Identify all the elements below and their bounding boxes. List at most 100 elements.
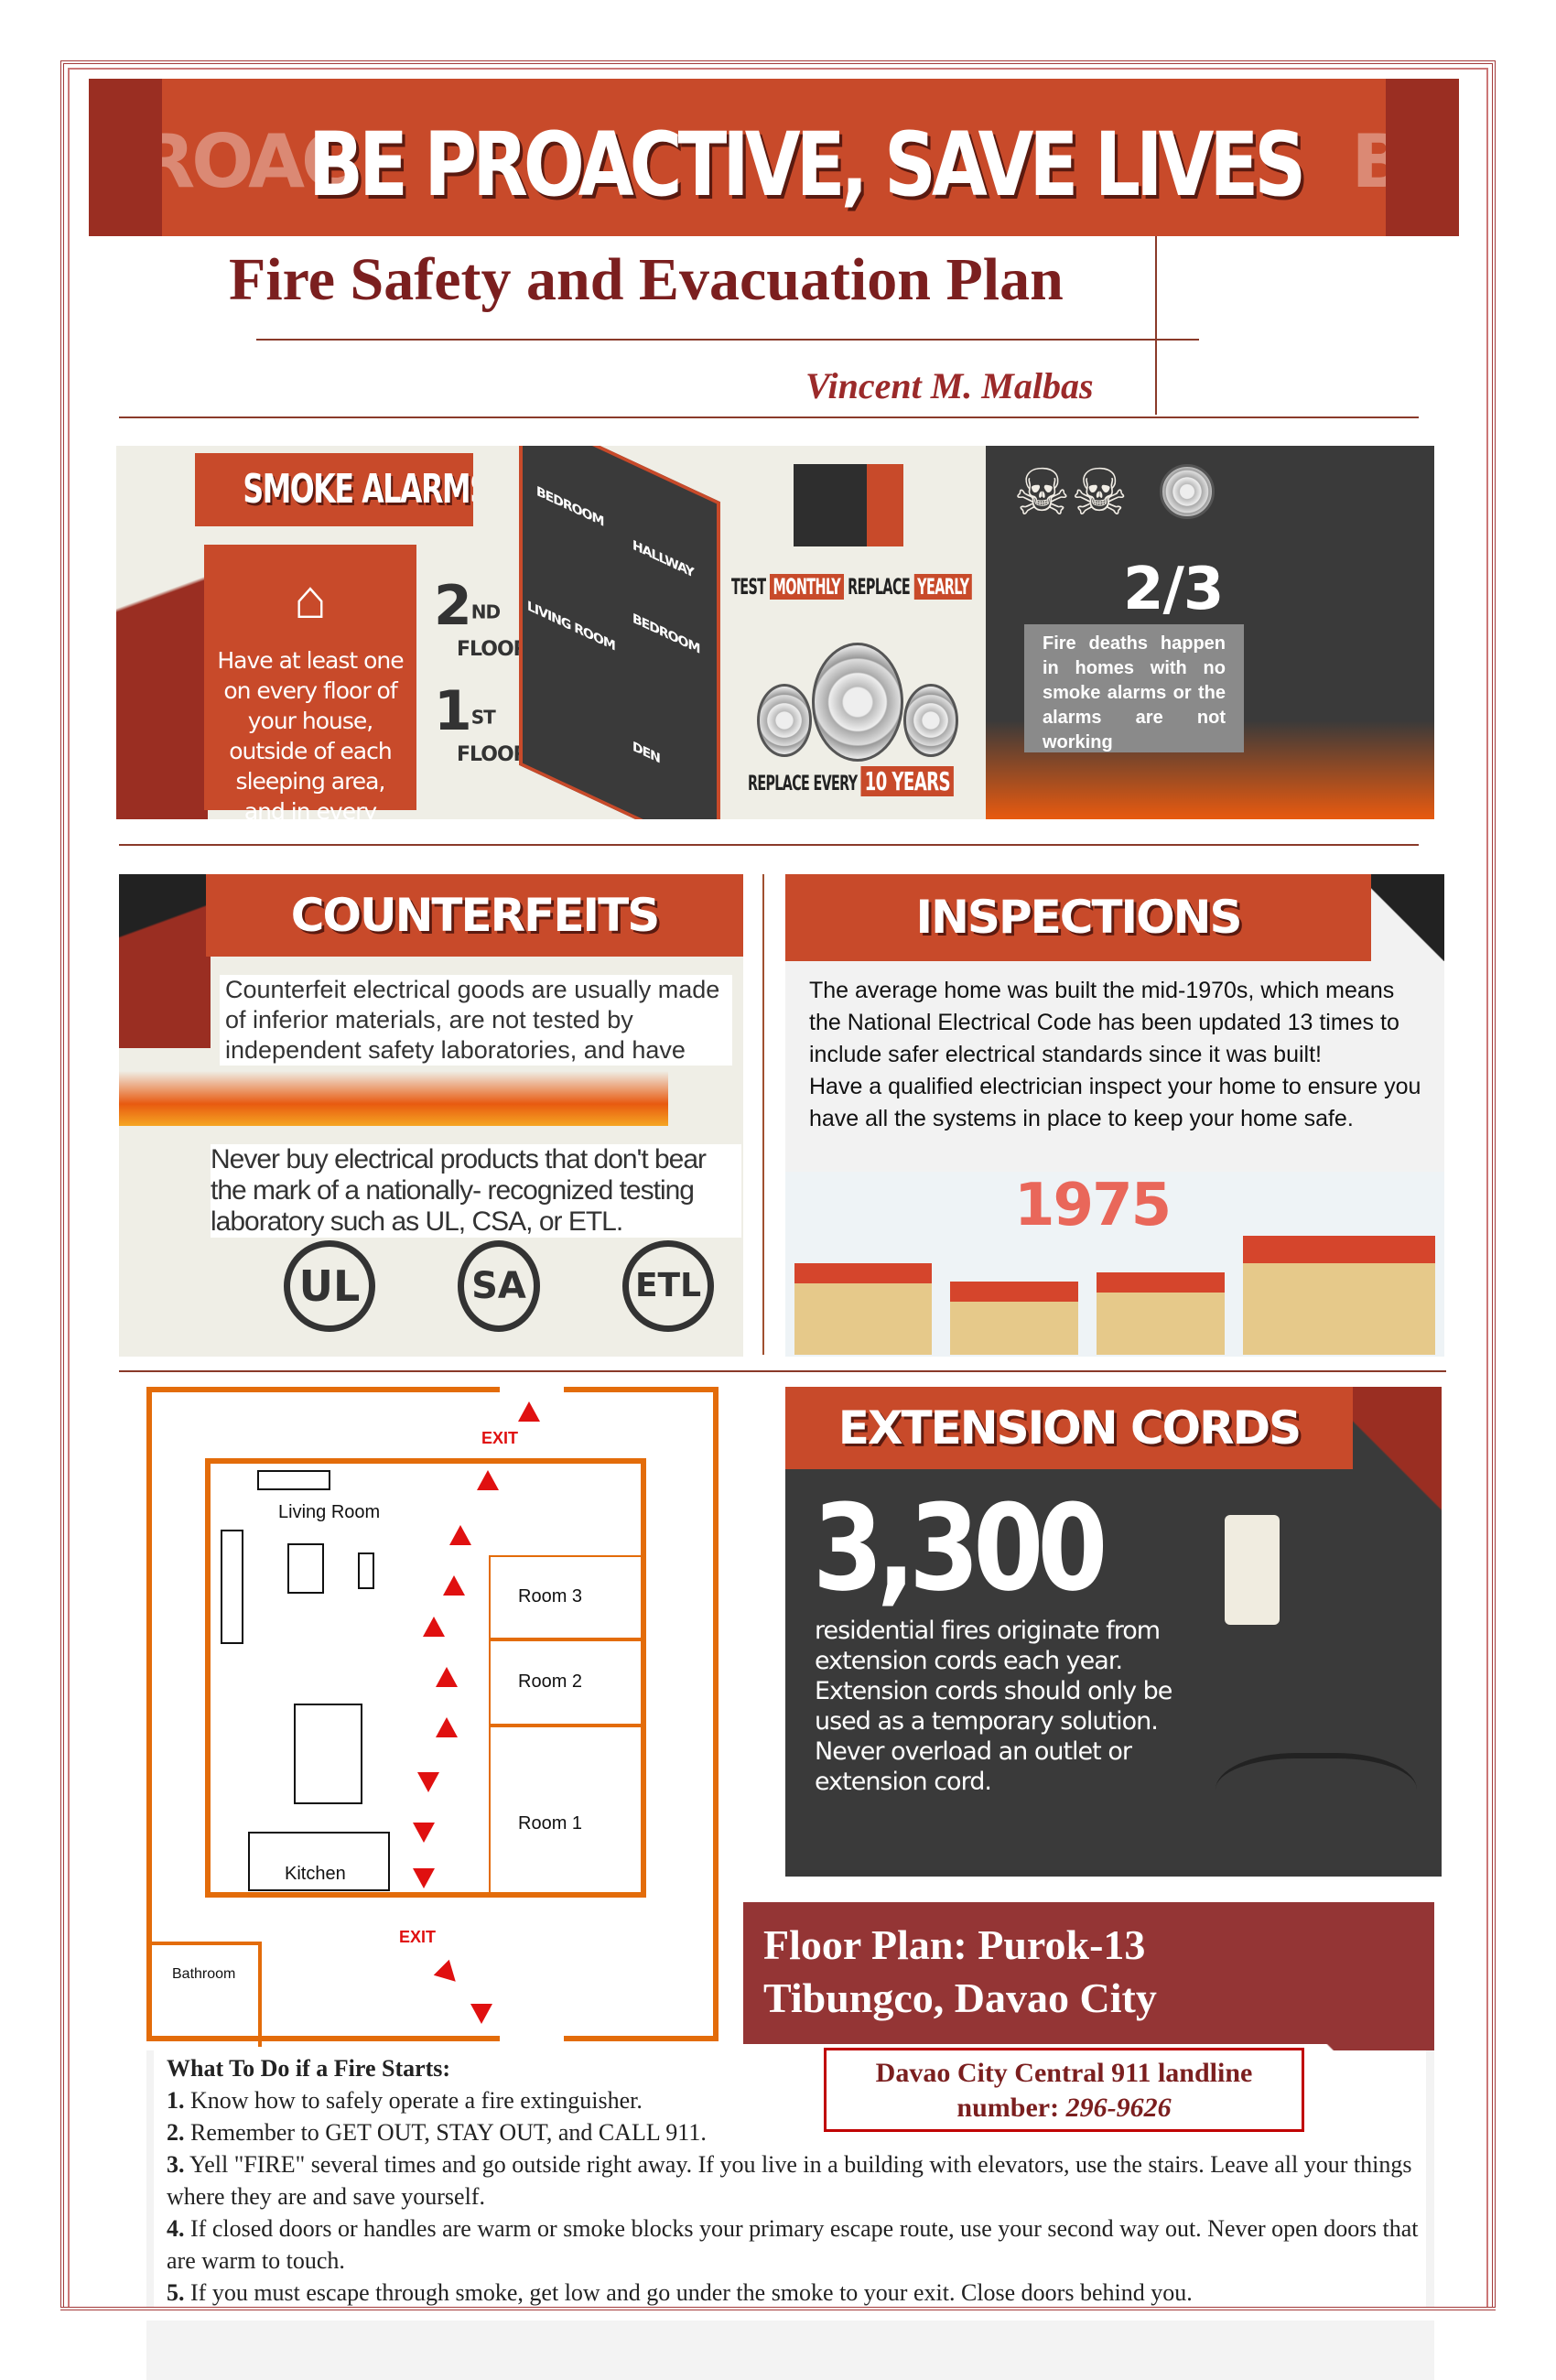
extension-text: residential fires originate from extensi…: [815, 1617, 1172, 1796]
smoke-alarms-panel: SMOKE ALARMS ⌂ Have at least one on ever…: [116, 446, 1434, 819]
floor-text: FLOOR: [457, 743, 529, 766]
replace-every-label: REPLACE EVERY: [748, 773, 858, 795]
inspections-text-2: Have a qualified electrician inspect you…: [809, 1074, 1421, 1131]
sofa: [257, 1470, 330, 1490]
evacuation-arrow: [413, 1823, 435, 1843]
ul-mark: UL: [284, 1240, 375, 1332]
skull-icon: ☠☠: [1013, 457, 1129, 528]
bathroom: [152, 1942, 262, 2047]
room-label: DEN: [632, 739, 660, 767]
banner-headline: BE PROACTIVE, SAVE LIVES: [308, 114, 1306, 216]
stat-panel: ☠☠ 2/3 Fire deaths happen in homes with …: [986, 446, 1434, 819]
room-1-label: Room 1: [518, 1813, 583, 1834]
step-text: Know how to safely operate a fire exting…: [184, 2087, 643, 2114]
extension-cords-panel: EXTENSION CORDS 3,300 residential fires …: [785, 1387, 1442, 1877]
divider: [1155, 236, 1157, 415]
extension-cords-heading: EXTENSION CORDS: [785, 1387, 1353, 1469]
house-text: Have at least one on every floor of your…: [217, 647, 404, 819]
evacuation-arrow: [449, 1525, 471, 1545]
monthly-label: MONTHLY: [769, 574, 844, 600]
floor-text: FLOOR: [457, 638, 529, 661]
evacuation-arrow: [436, 1667, 458, 1687]
room-label: HALLWAY: [632, 537, 694, 581]
test-replace-line: TEST MONTHLY REPLACE YEARLY: [731, 574, 973, 600]
room-label: BEDROOM: [536, 483, 604, 530]
inspections-text: The average home was built the mid-1970s…: [809, 975, 1422, 1135]
emergency-label-2: number:: [956, 2093, 1066, 2123]
floor-plan-title-line-1: Floor Plan: Purok-13: [763, 1921, 1146, 1968]
floor-num: 1: [434, 679, 472, 743]
step: 2. Remember to GET OUT, STAY OUT, and CA…: [167, 2116, 1421, 2148]
test-label: TEST: [731, 574, 766, 600]
banner: PROAC BE BE PROACTIVE, SAVE LIVES: [89, 79, 1459, 236]
bathroom-label: Bathroom: [172, 1966, 236, 1982]
inspections-text-1: The average home was built the mid-1970s…: [809, 978, 1399, 1067]
counterfeits-warning: Never buy electrical products that don't…: [211, 1144, 741, 1238]
step-text: If closed doors or handles are warm or s…: [167, 2215, 1419, 2274]
cabinet: [221, 1530, 243, 1644]
exit-label-top: EXIT: [481, 1429, 519, 1447]
evacuation-arrow: [443, 1575, 465, 1596]
smoke-detector-icon: [1160, 464, 1215, 519]
house-outline: [205, 1458, 646, 1898]
csa-mark: SA: [458, 1240, 540, 1332]
step-text: Yell "FIRE" several times and go outside…: [167, 2151, 1412, 2210]
divider: [119, 844, 1419, 846]
room-label: BEDROOM: [632, 611, 700, 657]
chair: [287, 1543, 324, 1594]
battery-icon: [794, 464, 903, 546]
room-2-label: Room 2: [518, 1671, 583, 1692]
inspections-panel: INSPECTIONS The average home was built t…: [785, 874, 1444, 1357]
room-3-label: Room 3: [518, 1586, 583, 1606]
evacuation-arrow: [470, 2004, 492, 2024]
what-to-do-heading: What To Do if a Fire Starts:: [167, 2055, 451, 2082]
burning-cord: [119, 1071, 668, 1126]
smoke-detector-icon: [757, 684, 812, 757]
evacuation-arrow: [518, 1401, 540, 1422]
emergency-number: 296-9626: [1065, 2093, 1172, 2123]
divider: [762, 874, 764, 1355]
page-title: Fire Safety and Evacuation Plan: [229, 246, 1064, 313]
smoke-alarms-heading: SMOKE ALARMS: [243, 466, 473, 513]
kitchen-label: Kitchen: [285, 1864, 346, 1884]
floor-plan-title-line-2: Tibungco, Davao City: [763, 1974, 1157, 2021]
houses-illustration: 1975: [785, 1172, 1444, 1357]
banner-edge: [89, 79, 162, 236]
etl-mark: ETL: [622, 1240, 714, 1332]
floor-sup: ND: [470, 600, 501, 623]
ten-years-label: 10 YEARS: [860, 766, 954, 796]
year-label: 1975: [1014, 1172, 1172, 1239]
living-room-label: Living Room: [278, 1502, 381, 1522]
divider: [119, 1370, 1446, 1372]
evacuation-arrow: [417, 1772, 439, 1792]
counterfeits-heading: COUNTERFEITS: [206, 874, 743, 957]
step: 5. If you must escape through smoke, get…: [167, 2277, 1421, 2309]
inspections-heading: INSPECTIONS: [785, 874, 1371, 961]
floor-plan: Living Room Room 3 Room 2 Room 1 Kitchen…: [146, 1385, 719, 2047]
floor-sup: ST: [470, 706, 496, 729]
divider: [256, 339, 1199, 341]
stat-text: Fire deaths happen in homes with no smok…: [1024, 624, 1244, 752]
house-floors-illustration: BEDROOM HALLWAY BEDROOM LIVING ROOM DEN: [519, 446, 720, 819]
counterfeits-panel: COUNTERFEITS Counterfeit electrical good…: [119, 874, 743, 1357]
step-number: 2.: [167, 2119, 185, 2146]
room-label: LIVING ROOM: [527, 598, 615, 654]
extension-stat: 3,300: [813, 1478, 1108, 1617]
evacuation-arrow: [436, 1717, 458, 1737]
smoke-alarms-ribbon: SMOKE ALARMS: [195, 453, 473, 526]
kitchen: [248, 1832, 390, 1891]
smoke-detector-icon: [812, 643, 903, 762]
replace-label: REPLACE: [848, 574, 911, 600]
floor-plan-title: Floor Plan: Purok-13 Tibungco, Davao Cit…: [743, 1902, 1434, 2044]
divider: [119, 416, 1419, 418]
cord-illustration: [1216, 1753, 1417, 1844]
house-card: ⌂ Have at least one on every floor of yo…: [204, 545, 416, 819]
smoke-detector-icon: [903, 684, 958, 757]
step: 1. Know how to safely operate a fire ext…: [167, 2084, 1421, 2116]
table: [358, 1552, 374, 1589]
author: Vincent M. Malbas: [805, 365, 1094, 406]
step-number: 1.: [167, 2087, 185, 2114]
outlet-icon: [1225, 1515, 1280, 1625]
stat-value: 2/3: [1123, 556, 1224, 623]
